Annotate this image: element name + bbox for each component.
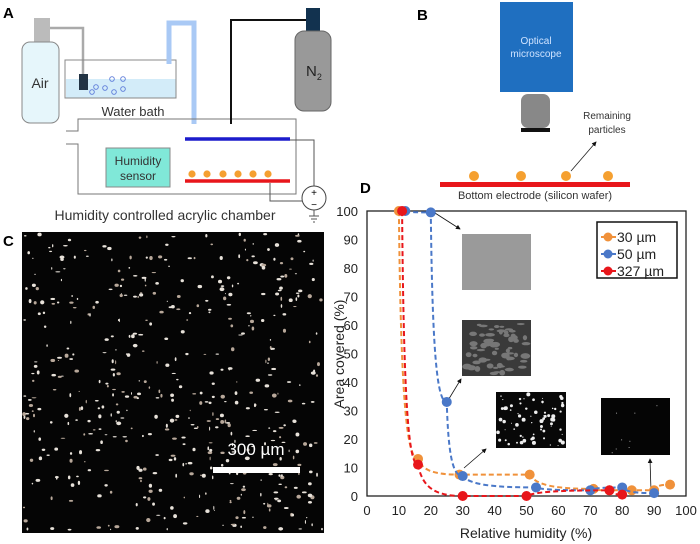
y-axis-label: Area covered (%): [331, 300, 347, 409]
air-label: Air: [31, 75, 48, 91]
microscope-label-2: microscope: [510, 49, 562, 60]
humid-air-tube: [166, 20, 197, 124]
n2-cylinder: [294, 30, 332, 112]
y-tick-label: 90: [344, 233, 358, 248]
minus-sign: −: [311, 200, 317, 211]
bubbler: [79, 74, 88, 90]
particles-label-2: particles: [588, 125, 625, 136]
x-tick-label: 20: [424, 503, 438, 518]
scale-bar: [213, 467, 300, 473]
humidity-sensor: [105, 147, 171, 188]
n2-cylinder-cap: [306, 8, 320, 32]
air-cylinder-cap: [34, 18, 50, 42]
acrylic-chamber: [66, 118, 297, 195]
data-point: [457, 471, 468, 482]
data-point: [604, 485, 615, 496]
data-point: [617, 482, 628, 493]
legend-label: 327 µm: [617, 263, 664, 279]
legend-label: 30 µm: [617, 229, 656, 245]
water-bath-label: Water bath: [101, 104, 164, 119]
y-tick-label: 60: [344, 318, 358, 333]
data-point: [425, 207, 436, 218]
panel-b: B Optical microscope Remaining particles…: [417, 2, 631, 202]
data-point: [413, 459, 424, 470]
y-tick-label: 10: [344, 461, 358, 476]
x-tick-label: 90: [647, 503, 661, 518]
inset-image-1: [462, 234, 531, 290]
y-tick-label: 20: [344, 432, 358, 447]
inset-image-4: [601, 398, 670, 455]
sensor-label-1: Humidity: [115, 154, 162, 168]
data-point: [397, 206, 408, 216]
x-tick-label: 80: [615, 503, 629, 518]
y-tick-label: 30: [344, 404, 358, 419]
plus-sign: +: [311, 188, 317, 199]
x-axis-label: Relative humidity (%): [460, 525, 592, 541]
data-point: [457, 491, 468, 501]
y-tick-label: 100: [336, 204, 358, 219]
y-tick-label: 40: [344, 375, 358, 390]
legend-marker: [603, 266, 613, 276]
water-bath: [64, 59, 177, 99]
particles-arrow: [570, 141, 597, 172]
panel-label-a: A: [3, 5, 14, 22]
x-tick-label: 70: [583, 503, 597, 518]
inset-arrows: [434, 212, 653, 492]
legend-marker: [603, 249, 613, 259]
air-cylinder: [21, 41, 60, 124]
panel-a: A Air Water bath Humidity sensor N2 + − …: [3, 5, 332, 223]
x-tick-label: 60: [551, 503, 565, 518]
legend-label: 50 µm: [617, 246, 656, 262]
data-point: [441, 396, 452, 407]
wire-bottom: [269, 183, 302, 202]
legend-marker: [603, 232, 613, 242]
data-point: [649, 488, 660, 499]
silicon-wafer-electrode: [440, 182, 630, 187]
microscope-label-1: Optical: [520, 36, 551, 47]
panel-c: C 300 µm: [3, 232, 324, 533]
wire-top: [290, 139, 315, 186]
remaining-particles: [469, 171, 613, 181]
panel-label-b: B: [417, 7, 428, 24]
air-tube: [50, 26, 85, 80]
y-tick-label: 0: [351, 489, 358, 504]
data-point: [524, 469, 535, 480]
x-tick-label: 50: [519, 503, 533, 518]
y-tick-label: 70: [344, 290, 358, 305]
panel-d: D 0 10 20 30 40 50 60 70 80 90 100 0 10 20 30 40 50 60 70 8…: [331, 180, 697, 541]
x-tick-label: 40: [487, 503, 501, 518]
y-tick-label: 50: [344, 347, 358, 362]
scale-bar-label: 300 µm: [227, 440, 284, 459]
x-tick-label: 10: [392, 503, 406, 518]
panel-label-d: D: [360, 180, 371, 197]
n2-label: N2: [306, 63, 322, 82]
lens-tip: [521, 128, 550, 132]
inset-particles: [462, 322, 658, 454]
y-tick-label: 80: [344, 261, 358, 276]
n2-line: [230, 19, 306, 124]
micrograph: [22, 232, 324, 533]
data-point: [585, 485, 596, 496]
data-point: [521, 491, 532, 501]
optical-microscope: [500, 2, 573, 92]
ground-icon: [309, 210, 319, 223]
data-point: [617, 489, 628, 500]
particles-label-1: Remaining: [583, 111, 631, 122]
x-tick-label: 100: [675, 503, 697, 518]
bubbles: [89, 76, 126, 95]
objective-lens: [521, 94, 550, 128]
electrode-label: Bottom electrode (silicon wafer): [458, 190, 612, 202]
chamber-label: Humidity controlled acrylic chamber: [55, 207, 276, 223]
x-tick-label: 30: [455, 503, 469, 518]
sensor-label-2: sensor: [120, 169, 156, 183]
panel-label-c: C: [3, 233, 14, 250]
data-point: [665, 479, 676, 490]
data-point: [531, 482, 542, 493]
micrograph-particles: [22, 232, 323, 531]
x-tick-label: 0: [363, 503, 370, 518]
particles: [188, 170, 272, 178]
